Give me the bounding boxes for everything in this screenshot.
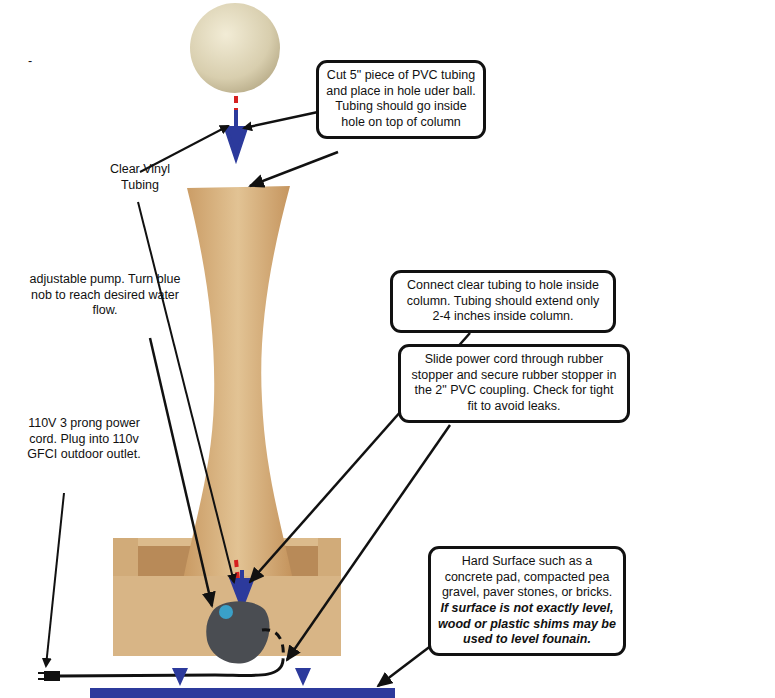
callout-text: Slide power cord through rubber stopper … (412, 352, 617, 413)
level-arrow (172, 668, 311, 686)
leader-line (250, 152, 338, 186)
callout-text: Connect clear tubing to hole inside colu… (407, 278, 600, 323)
callout-note: If surface is not exactly level, wood or… (438, 601, 616, 646)
column (183, 186, 293, 580)
part-label: - (28, 54, 40, 70)
pump (206, 601, 269, 663)
ball (190, 3, 280, 93)
callout-box: Slide power cord through rubber stopper … (398, 344, 630, 423)
flow-arrow (232, 570, 252, 606)
power-plug (44, 671, 60, 681)
pump-knob (219, 605, 233, 619)
power-cord (60, 660, 283, 676)
callout-text: Hard Surface such as a concrete pad, com… (442, 554, 612, 599)
power-cord (262, 630, 283, 660)
callout-box: Cut 5" piece of PVC tubing and place in … (316, 60, 486, 139)
part-label: 110V 3 prong power cord. Plug into 110v … (22, 416, 146, 463)
callout-text: Cut 5" piece of PVC tubing and place in … (326, 68, 475, 129)
part-label: Clear Vinyl Tubing (100, 162, 180, 193)
callout-box: Hard Surface such as a concrete pad, com… (428, 546, 626, 656)
hard-surface (90, 688, 395, 698)
leader-line (138, 202, 234, 582)
part-label: adjustable pump. Turn blue nob to reach … (20, 272, 190, 319)
callout-box: Connect clear tubing to hole inside colu… (390, 270, 616, 333)
planter-wall (318, 538, 341, 576)
leader-line (244, 112, 318, 128)
leader-line (46, 493, 64, 666)
leader-line (378, 645, 432, 686)
leader-line (287, 425, 450, 660)
planter-wall (113, 538, 138, 576)
plug-prong (38, 678, 44, 680)
plug-prong (38, 672, 44, 674)
flow-arrow (226, 110, 246, 158)
leader-line (150, 338, 212, 606)
